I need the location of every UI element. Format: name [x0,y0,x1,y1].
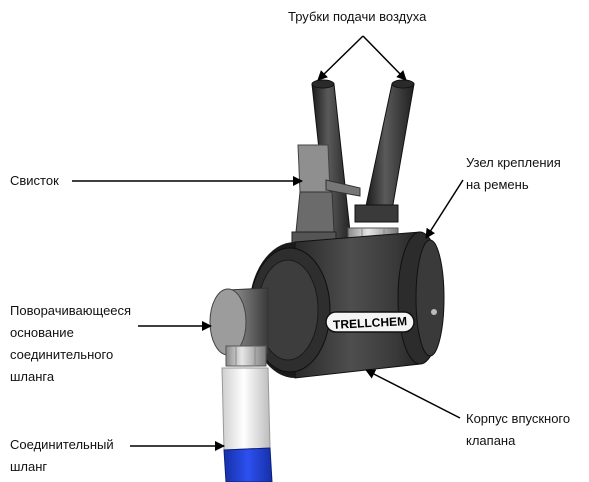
callout-inlet-valve-body [365,369,461,419]
callout-belt-mount [425,179,464,239]
brand-text: TRELLCHEM [333,314,408,332]
callout-air-tubes [317,35,407,81]
label-whistle: Свисток [10,173,59,188]
label-inlet-valve-body: Корпус впускного клапана [466,411,571,448]
swivel-base [209,287,269,367]
connecting-hose [221,367,273,482]
label-swivel-base: Поворачивающееся основание соединительно… [10,303,132,384]
label-belt-mount: Узел крепления на ремень [466,155,561,192]
label-air-tubes: Трубки подачи воздуха [288,9,427,24]
valve-body [249,231,445,379]
label-connecting-hose: Соединительный шланг [10,437,114,474]
brand-badge: TRELLCHEM [325,311,415,333]
air-tube-right [365,79,415,211]
